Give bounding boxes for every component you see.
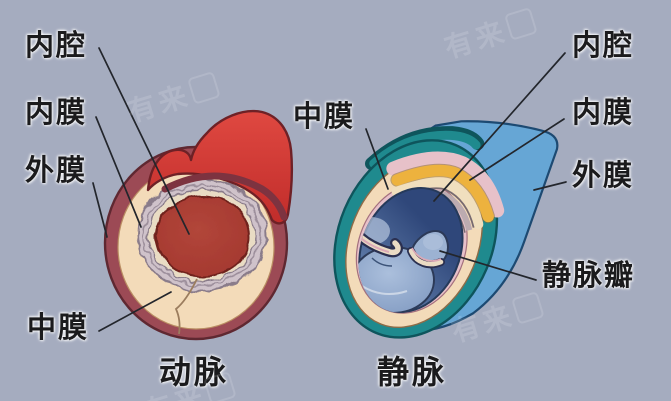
vein-fold-line-left [371, 257, 393, 267]
label-vein-lumen: 内腔 [572, 28, 635, 62]
label-vein-intima: 内膜 [572, 95, 635, 129]
leader-vein-lumen [433, 52, 566, 202]
label-artery-media: 中膜 [27, 310, 90, 344]
label-vein-adventitia: 外膜 [572, 158, 635, 192]
label-artery-lumen: 内腔 [25, 28, 88, 62]
leader-vein-valve [439, 250, 537, 281]
leader-artery-media [98, 291, 172, 332]
label-vein-valve: 静脉瓣 [542, 258, 636, 292]
vein-pocket-arc-line [361, 285, 408, 296]
leader-artery-intima [95, 116, 142, 228]
vein-illustration [333, 120, 559, 339]
artery-media-crease [174, 278, 198, 335]
vein-cut-lip-layers [386, 151, 505, 233]
leader-vein-adventitia [533, 181, 567, 191]
artery-lumen-shape [155, 195, 251, 277]
label-artery-adventitia: 外膜 [25, 153, 88, 187]
leader-artery-lumen [98, 47, 190, 235]
caption-vein: 静脉 [377, 353, 448, 391]
leader-vein-intima [469, 118, 565, 181]
label-vein-media: 中膜 [293, 99, 356, 133]
leader-artery-adventitia [92, 182, 108, 238]
artery-illustration [103, 109, 293, 341]
leader-vein-media [365, 128, 389, 190]
caption-artery: 动脉 [159, 353, 230, 391]
label-artery-intima: 内膜 [25, 95, 88, 129]
vein-valve-flap-right [407, 229, 449, 269]
leader-lines [92, 47, 567, 332]
vein-adventitia-rim-top-fill [369, 130, 481, 169]
artery-flap-underside [161, 172, 288, 221]
